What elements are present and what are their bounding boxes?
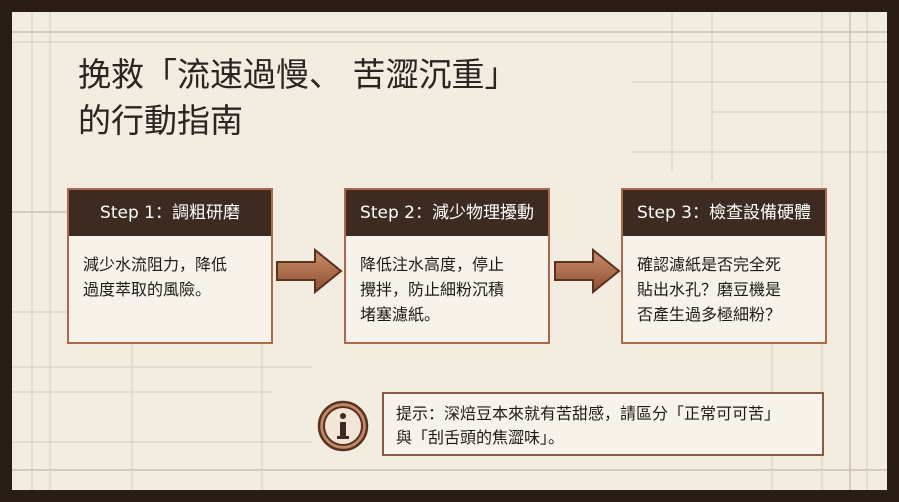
step-card-1: Step 1：調粗研磨 減少水流阻力，降低 過度萃取的風險。 (67, 188, 273, 344)
tip-line-2: 與「刮舌頭的焦澀味」。 (396, 428, 565, 447)
step-3-heading: Step 3：檢查設備硬體 (623, 190, 825, 236)
slide: 挽救「流速過慢、 苦澀沉重」 的行動指南 Step 1：調粗研磨 減少水流阻力，… (12, 12, 887, 490)
title-line-2: 的行動指南 (78, 101, 243, 140)
title-line-1: 挽救「流速過慢、 苦澀沉重」 (78, 55, 518, 94)
tip-box: 提示：深焙豆本來就有苦甜感，請區分「正常可可苦」 與「刮舌頭的焦澀味」。 (382, 392, 824, 456)
step-1-heading: Step 1：調粗研磨 (69, 190, 271, 236)
step-1-body: 減少水流阻力，降低 過度萃取的風險。 (83, 255, 228, 299)
step-3-body: 確認濾紙是否完全死 貼出水孔？磨豆機是 否產生過多極細粉？ (637, 255, 782, 324)
step-2-heading: Step 2：減少物理擾動 (346, 190, 548, 236)
step-card-2: Step 2：減少物理擾動 降低注水高度，停止 攪拌，防止細粉沉積 堵塞濾紙。 (344, 188, 550, 344)
step-card-3: Step 3：檢查設備硬體 確認濾紙是否完全死 貼出水孔？磨豆機是 否產生過多極… (621, 188, 827, 344)
step-2-body: 降低注水高度，停止 攪拌，防止細粉沉積 堵塞濾紙。 (360, 255, 505, 324)
page-title: 挽救「流速過慢、 苦澀沉重」 的行動指南 (78, 52, 678, 144)
info-icon (317, 400, 369, 452)
tip-line-1: 提示：深焙豆本來就有苦甜感，請區分「正常可可苦」 (396, 404, 781, 423)
arrow-right-icon (276, 247, 343, 295)
arrow-right-icon (554, 247, 621, 295)
